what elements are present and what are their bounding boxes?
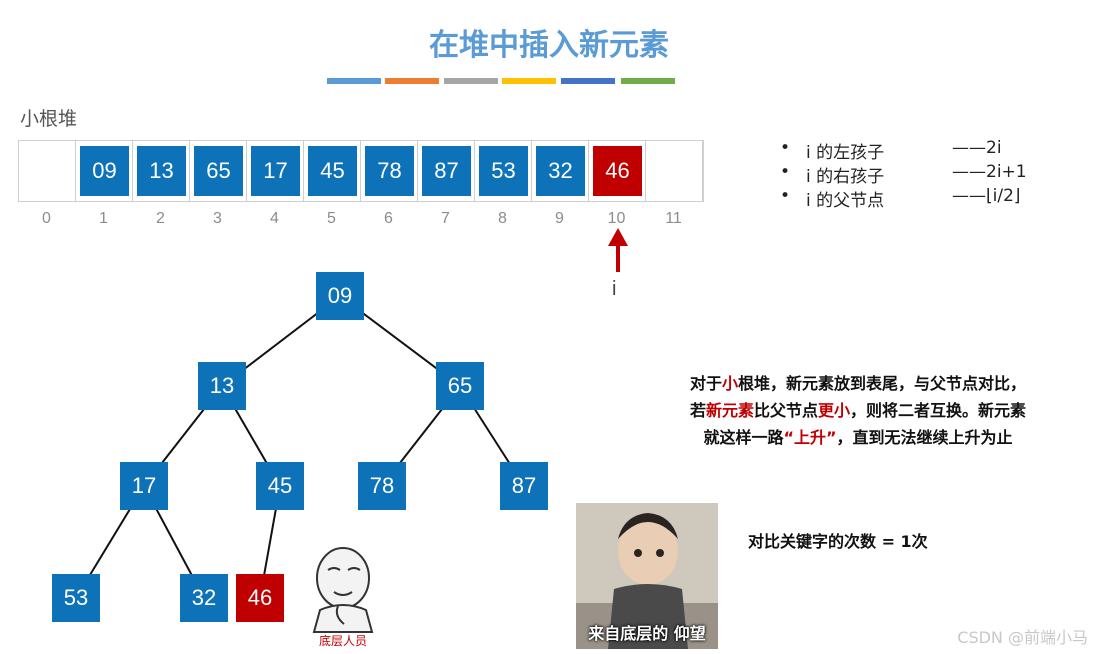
array-index-label: 4	[270, 210, 279, 227]
array-cell-9: 32	[532, 141, 589, 201]
array-value: 87	[422, 146, 471, 196]
meme-face-sketch	[298, 540, 388, 652]
array-value: 13	[137, 146, 186, 196]
tree-node: 65	[436, 362, 484, 410]
meme2-caption: 来自底层的 仰望	[588, 624, 706, 643]
array-cell-6: 78	[361, 141, 418, 201]
tree-node: 78	[358, 462, 406, 510]
title-underline-stripes	[327, 78, 675, 84]
description: 对于小根堆，新元素放到表尾，与父节点对比， 若新元素比父节点更小，则将二者互换。…	[628, 370, 1088, 451]
heap-label: 小根堆	[20, 108, 78, 130]
insert-arrow	[608, 228, 628, 272]
array-index-label: 8	[498, 210, 507, 227]
array-cell-2: 13	[133, 141, 190, 201]
array-cell-7: 87	[418, 141, 475, 201]
array-index-label: 11	[665, 210, 682, 227]
array-cell-11	[646, 141, 703, 201]
array-index-label: 10	[607, 210, 626, 227]
arrow-label: i	[612, 278, 617, 300]
array-value: 09	[80, 146, 129, 196]
array-index-label: 3	[213, 210, 222, 227]
array-index-label: 2	[156, 210, 165, 227]
tree-node: 45	[256, 462, 304, 510]
array-cell-4: 17	[247, 141, 304, 201]
tree-node: 87	[500, 462, 548, 510]
description-line-2: 若新元素比父节点更小，则将二者互换。新元素	[689, 401, 1027, 420]
array-value: 53	[479, 146, 528, 196]
array-index-label: 6	[384, 210, 393, 227]
formula-left-child: • i 的左孩子 ——2i	[780, 138, 1002, 163]
array-index-label: 1	[99, 210, 108, 227]
array-index-label: 0	[42, 210, 51, 227]
array-value: 46	[593, 146, 642, 196]
formula-right-child: • i 的右孩子 ——2i+1	[780, 162, 1027, 187]
array-cell-5: 45	[304, 141, 361, 201]
array-cell-8: 53	[475, 141, 532, 201]
array-cell-3: 65	[190, 141, 247, 201]
array-value: 17	[251, 146, 300, 196]
array-cell-1: 09	[76, 141, 133, 201]
tree-node: 17	[120, 462, 168, 510]
compare-count: 对比关键字的次数 = 1次	[748, 532, 928, 551]
page-title: 在堆中插入新元素	[429, 28, 669, 63]
stripe-1	[327, 78, 381, 84]
tree-node: 13	[198, 362, 246, 410]
stripe-2	[385, 78, 439, 84]
array-value: 65	[194, 146, 243, 196]
array-cell-0	[19, 141, 76, 201]
stripe-4	[502, 78, 556, 84]
tree-node: 32	[180, 574, 228, 622]
array-index-label: 9	[555, 210, 564, 227]
array-cell-10: 46	[589, 141, 646, 201]
array-value: 32	[536, 146, 585, 196]
array-value: 45	[308, 146, 357, 196]
array-index-label: 7	[441, 210, 450, 227]
tree-node: 09	[316, 272, 364, 320]
array-index-label: 5	[327, 210, 336, 227]
stripe-6	[621, 78, 675, 84]
index-formulas: • i 的左孩子 ——2i • i 的右孩子 ——2i+1 • i 的父节点 —…	[780, 138, 1080, 211]
watermark: CSDN @前端小马	[957, 628, 1088, 647]
description-line-3: 就这样一路“上升”，直到无法继续上升为止	[703, 428, 1013, 447]
array-value: 78	[365, 146, 414, 196]
meme-child-photo	[576, 503, 718, 649]
meme1-caption: 底层人员	[318, 634, 367, 648]
tree-node: 46	[236, 574, 284, 622]
formula-parent: • i 的父节点 ——⌊i/2⌋	[780, 186, 1021, 211]
stripe-3	[444, 78, 498, 84]
description-line-1: 对于小根堆，新元素放到表尾，与父节点对比，	[689, 374, 1027, 393]
tree-node: 53	[52, 574, 100, 622]
stripe-5	[561, 78, 615, 84]
